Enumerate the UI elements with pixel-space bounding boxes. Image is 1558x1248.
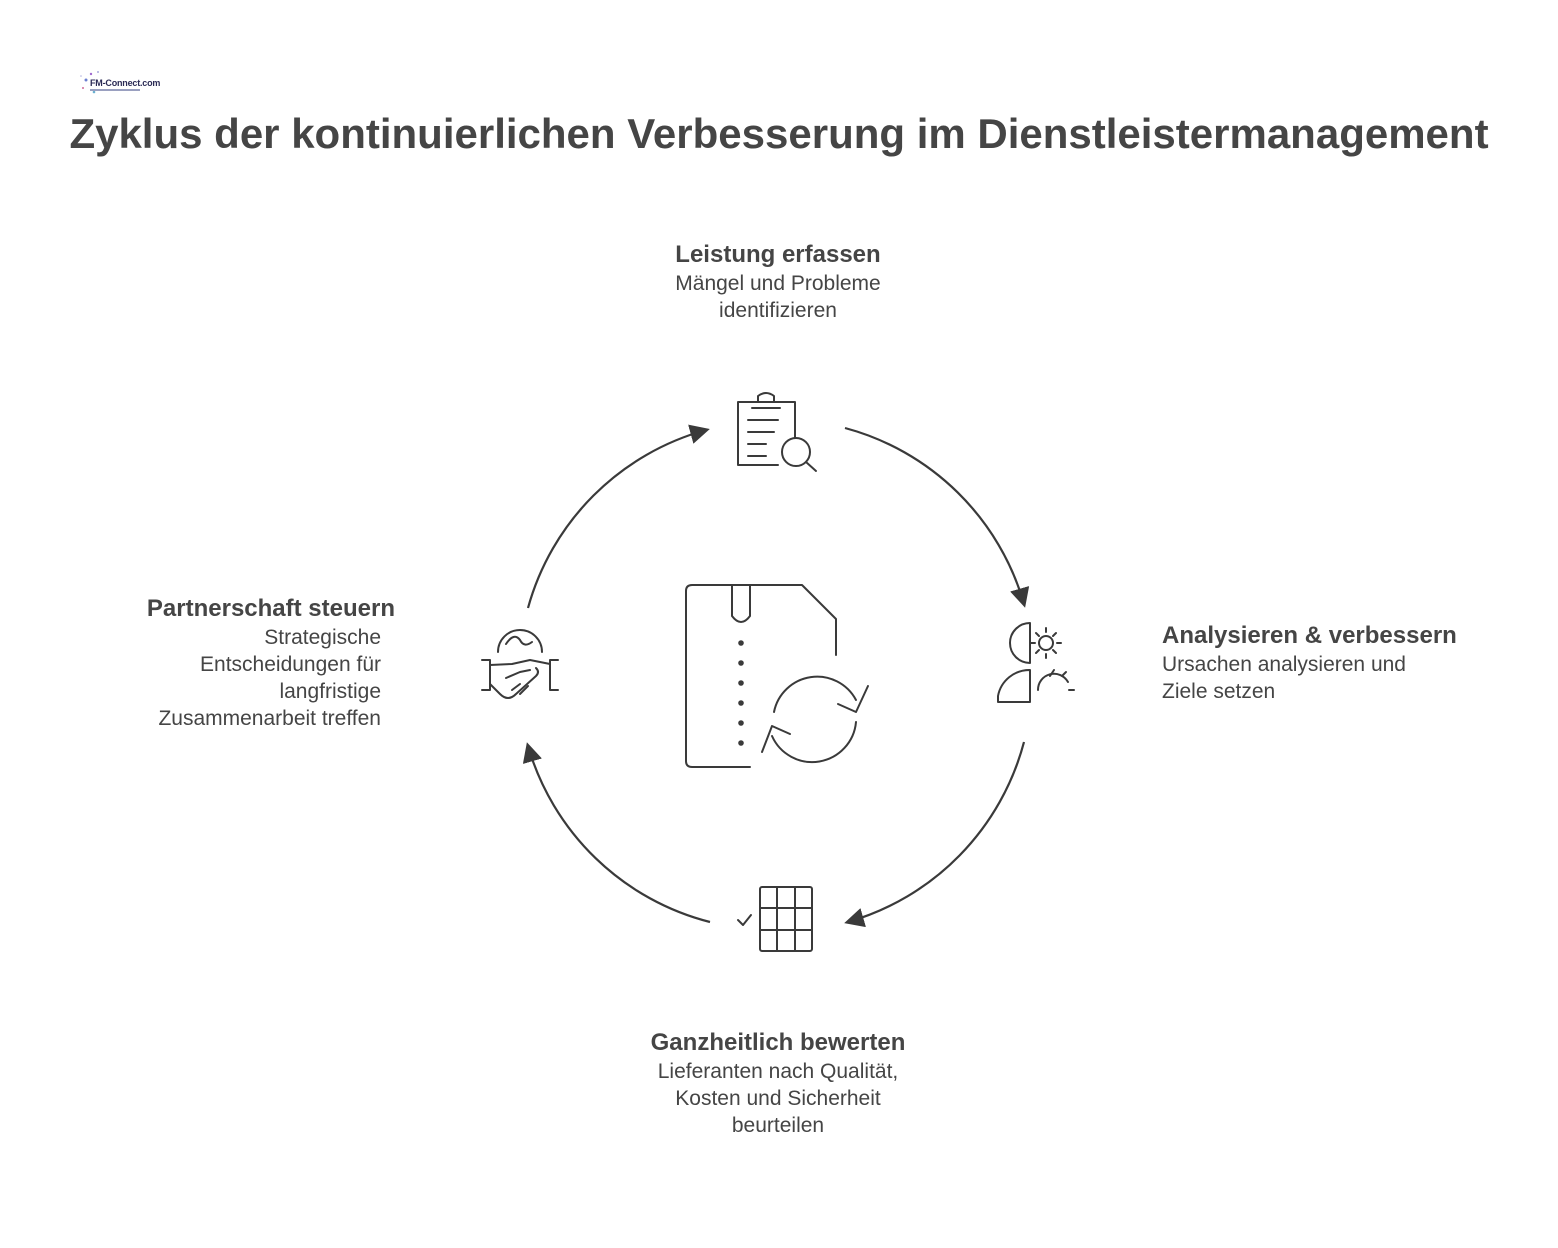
person-gear-icon	[997, 622, 1075, 703]
document-refresh-icon	[685, 584, 869, 768]
step-ganzheitlich-bewerten: Ganzheitlich bewerten Lieferanten nach Q…	[578, 1028, 978, 1139]
step-description-line: Ursachen analysieren und	[1162, 653, 1406, 676]
step-title: Leistung erfassen	[675, 241, 881, 268]
step-description-line: Ziele setzen	[1162, 680, 1276, 703]
step-description-line: Entscheidungen für	[200, 653, 381, 676]
step-description-line: langfristige	[279, 680, 381, 703]
step-description-line: Zusammenarbeit treffen	[158, 707, 381, 730]
company-logo: FM-Connect.com	[78, 68, 160, 100]
step-analysieren-verbessern: Analysieren & verbessern Ursachen analys…	[1162, 621, 1522, 705]
arc-left-to-top	[526, 424, 710, 609]
arc-right-to-bottom	[844, 741, 1026, 928]
step-description-line: identifizieren	[719, 299, 837, 322]
step-description-line: Lieferanten nach Qualität,	[657, 1060, 899, 1083]
step-partnerschaft-steuern: Partnerschaft steuern Strategische Entsc…	[50, 594, 395, 732]
step-title: Partnerschaft steuern	[146, 595, 395, 622]
step-title: Analysieren & verbessern	[1162, 622, 1457, 649]
step-description-line: Kosten und Sicherheit	[675, 1087, 881, 1110]
sparkle-logo-icon	[80, 71, 99, 94]
arc-top-to-right	[844, 426, 1030, 608]
arc-bottom-to-left	[522, 742, 711, 924]
step-description-line: Strategische	[264, 626, 381, 649]
page-title: Zyklus der kontinuierlichen Verbesserung…	[69, 110, 1489, 157]
step-title: Ganzheitlich bewerten	[650, 1029, 906, 1056]
step-leistung-erfassen: Leistung erfassen Mängel und Probleme id…	[578, 240, 978, 324]
checklist-table-icon	[737, 886, 813, 952]
clipboard-search-icon	[737, 392, 817, 472]
step-description-line: beurteilen	[731, 1114, 825, 1137]
handshake-globe-icon	[481, 629, 559, 699]
logo-text: FM-Connect.com	[90, 78, 161, 88]
step-description-line: Mängel und Probleme	[675, 272, 881, 295]
logo-tagline-bar	[90, 89, 140, 91]
